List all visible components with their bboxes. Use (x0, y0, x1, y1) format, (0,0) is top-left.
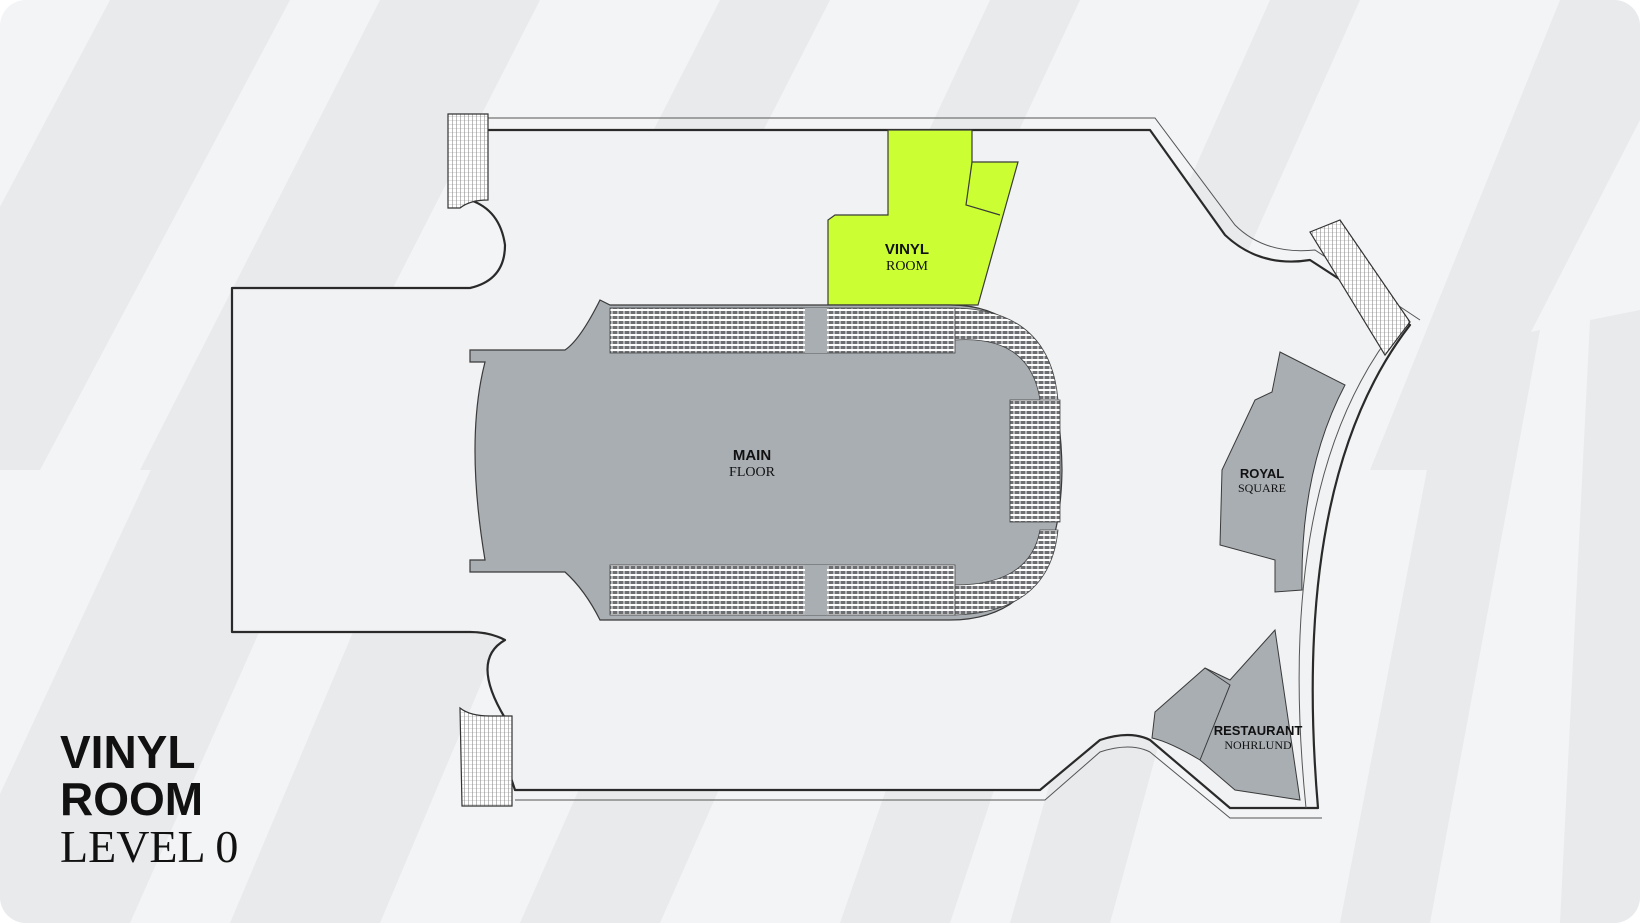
vinyl-room-inner-wall (965, 161, 1001, 216)
restaurant-area[interactable] (1151, 628, 1301, 801)
title-line2: ROOM (60, 773, 203, 825)
map-title: VINYL ROOM LEVEL 0 (60, 726, 238, 872)
main-floor-label-line1: MAIN (733, 447, 771, 464)
outer-wall-top (485, 117, 1421, 321)
seating-end (1009, 399, 1061, 523)
restaurant-label: RESTAURANT NOHRLUND (1214, 723, 1303, 752)
restaurant-label-line2: NOHRLUND (1224, 738, 1292, 752)
aisle-top (805, 308, 827, 353)
restaurant-label-line1: RESTAURANT (1214, 723, 1303, 738)
staircases (447, 113, 1411, 807)
vinyl-room-label-line1: VINYL (885, 241, 929, 258)
royal-square-label-line2: SQUARE (1238, 481, 1286, 495)
main-floor-label: MAIN FLOOR (729, 447, 776, 480)
royal-square-area[interactable] (1219, 351, 1346, 593)
vinyl-room-label: VINYL ROOM (885, 241, 929, 274)
vinyl-room-label-line2: ROOM (886, 259, 929, 274)
main-floor-area[interactable] (469, 299, 1063, 621)
aisle-bottom (805, 565, 827, 615)
seating-top (609, 307, 956, 354)
outer-wall-bottom (515, 746, 1322, 819)
stair-bottom-left (459, 706, 513, 807)
royal-square-label-line1: ROYAL (1240, 466, 1284, 481)
seating-curve-bottom (954, 529, 1059, 616)
royal-square-label: ROYAL SQUARE (1238, 466, 1286, 495)
stair-top-left (447, 113, 489, 209)
restaurant-inner-wall (1199, 667, 1231, 761)
title-line3: LEVEL 0 (60, 821, 238, 872)
seating-bottom (609, 564, 956, 616)
main-floor-label-line2: FLOOR (729, 465, 776, 480)
stair-right (1309, 219, 1411, 357)
title-line1: VINYL (60, 726, 195, 778)
curved-facade-inner (1298, 324, 1399, 809)
